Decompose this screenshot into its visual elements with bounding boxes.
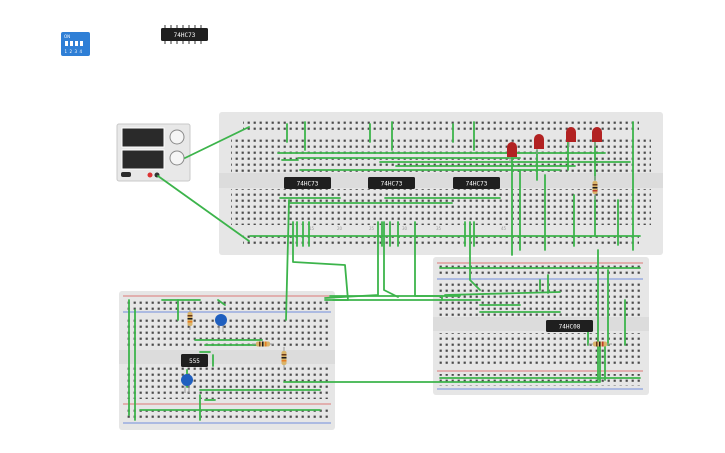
top-chip-1-label: 74HC73 (297, 181, 319, 188)
top-chip-3-body (453, 177, 500, 189)
timer-chip-body (181, 354, 208, 367)
left-breadboard-terminal-upper (127, 316, 328, 349)
positive-terminal-icon[interactable] (147, 172, 153, 178)
left-breadboard[interactable] (119, 291, 335, 430)
led-1[interactable] (507, 142, 517, 162)
top-breadboard-terminal-lower (231, 189, 651, 225)
dip-switch-pos-4: 4 (80, 49, 83, 54)
led-3-body (566, 127, 576, 142)
led-3[interactable] (566, 127, 576, 147)
led-2[interactable] (534, 134, 544, 154)
capacitor-2-body (181, 374, 193, 386)
led-4[interactable] (592, 127, 602, 147)
power-switch[interactable] (121, 172, 131, 177)
left-breadboard-channel (119, 350, 335, 364)
wire-left-to-right-3[interactable] (283, 344, 601, 383)
top-breadboard-col-15: 15 (309, 226, 315, 231)
current-knob-icon[interactable] (169, 150, 185, 166)
resistor-right[interactable] (588, 341, 612, 347)
capacitor-1-body (215, 314, 227, 326)
right-breadboard-rail-bottom (439, 374, 640, 386)
wire-top-to-left-3[interactable] (324, 221, 379, 299)
dip-switch[interactable]: ON 1 2 3 4 (61, 32, 90, 56)
current-display (121, 149, 165, 170)
capacitor-1[interactable] (215, 314, 227, 332)
top-chip-2-label: 74HC73 (381, 181, 403, 188)
voltage-knob-icon[interactable] (169, 129, 185, 145)
top-chip-1-body (284, 177, 331, 189)
resistor-left-2[interactable] (252, 341, 274, 347)
dip-switch-lever-3[interactable] (75, 41, 78, 46)
wire-top-to-right-2[interactable] (469, 221, 481, 291)
timer-chip[interactable]: 555 (181, 354, 208, 367)
top-breadboard-col-45: 45 (501, 226, 507, 231)
wire-psu-negative[interactable] (157, 175, 250, 242)
power-supply[interactable] (116, 123, 191, 182)
top-breadboard[interactable]: 15 20 25 30 35 45 (219, 112, 663, 255)
wire-left-v4[interactable] (217, 299, 226, 306)
resistor-left-3[interactable] (281, 347, 287, 370)
wire-right-h1[interactable] (444, 291, 561, 296)
wire-psu-positive[interactable] (184, 126, 250, 159)
top-chip-1[interactable]: 74HC73 (284, 177, 331, 189)
right-chip-label: 74HC08 (559, 324, 581, 331)
led-4-body (592, 127, 602, 142)
top-breadboard-rail-bottom (243, 235, 639, 247)
wire-top-to-left-4[interactable] (383, 221, 399, 298)
resistor-top[interactable] (592, 176, 598, 200)
dip-switch-lever-2[interactable] (70, 41, 73, 46)
top-chip-3-label: 74HC73 (466, 181, 488, 188)
loose-chip-label: 74HC73 (174, 32, 196, 39)
loose-chip-body (161, 28, 208, 41)
dip-switch-on-label: ON (64, 34, 70, 39)
top-breadboard-rail-top (243, 118, 639, 130)
right-chip-body (546, 320, 593, 332)
left-breadboard-rail-top (127, 298, 328, 310)
wire-top-to-left-1[interactable] (285, 199, 290, 321)
right-breadboard-terminal-lower (439, 333, 640, 366)
top-chip-2[interactable]: 74HC73 (368, 177, 415, 189)
voltage-display (121, 127, 165, 148)
timer-chip-label: 555 (189, 358, 200, 365)
dip-switch-lever-1[interactable] (65, 41, 68, 46)
top-breadboard-col-25: 25 (369, 226, 375, 231)
loose-chip-pins (164, 25, 202, 44)
right-breadboard-channel (433, 317, 649, 331)
led-1-body (507, 142, 517, 157)
dip-switch-pos-2: 2 (70, 49, 73, 54)
dip-switch-lever-4[interactable] (80, 41, 83, 46)
top-breadboard-col-35: 35 (436, 226, 442, 231)
top-breadboard-col-30: 30 (402, 226, 408, 231)
dip-switch-pos-1: 1 (65, 49, 68, 54)
resistor-left-1[interactable] (187, 308, 193, 330)
loose-chip[interactable]: 74HC73 (161, 25, 208, 44)
left-breadboard-rail-bottom (127, 407, 328, 419)
capacitor-2[interactable] (181, 374, 193, 393)
right-chip[interactable]: 74HC08 (546, 320, 593, 332)
led-2-body (534, 134, 544, 149)
top-breadboard-col-20: 20 (337, 226, 343, 231)
top-chip-2-body (368, 177, 415, 189)
dip-switch-pos-3: 3 (75, 49, 78, 54)
right-breadboard[interactable] (433, 257, 649, 395)
top-chip-3[interactable]: 74HC73 (453, 177, 500, 189)
wires (128, 121, 641, 421)
